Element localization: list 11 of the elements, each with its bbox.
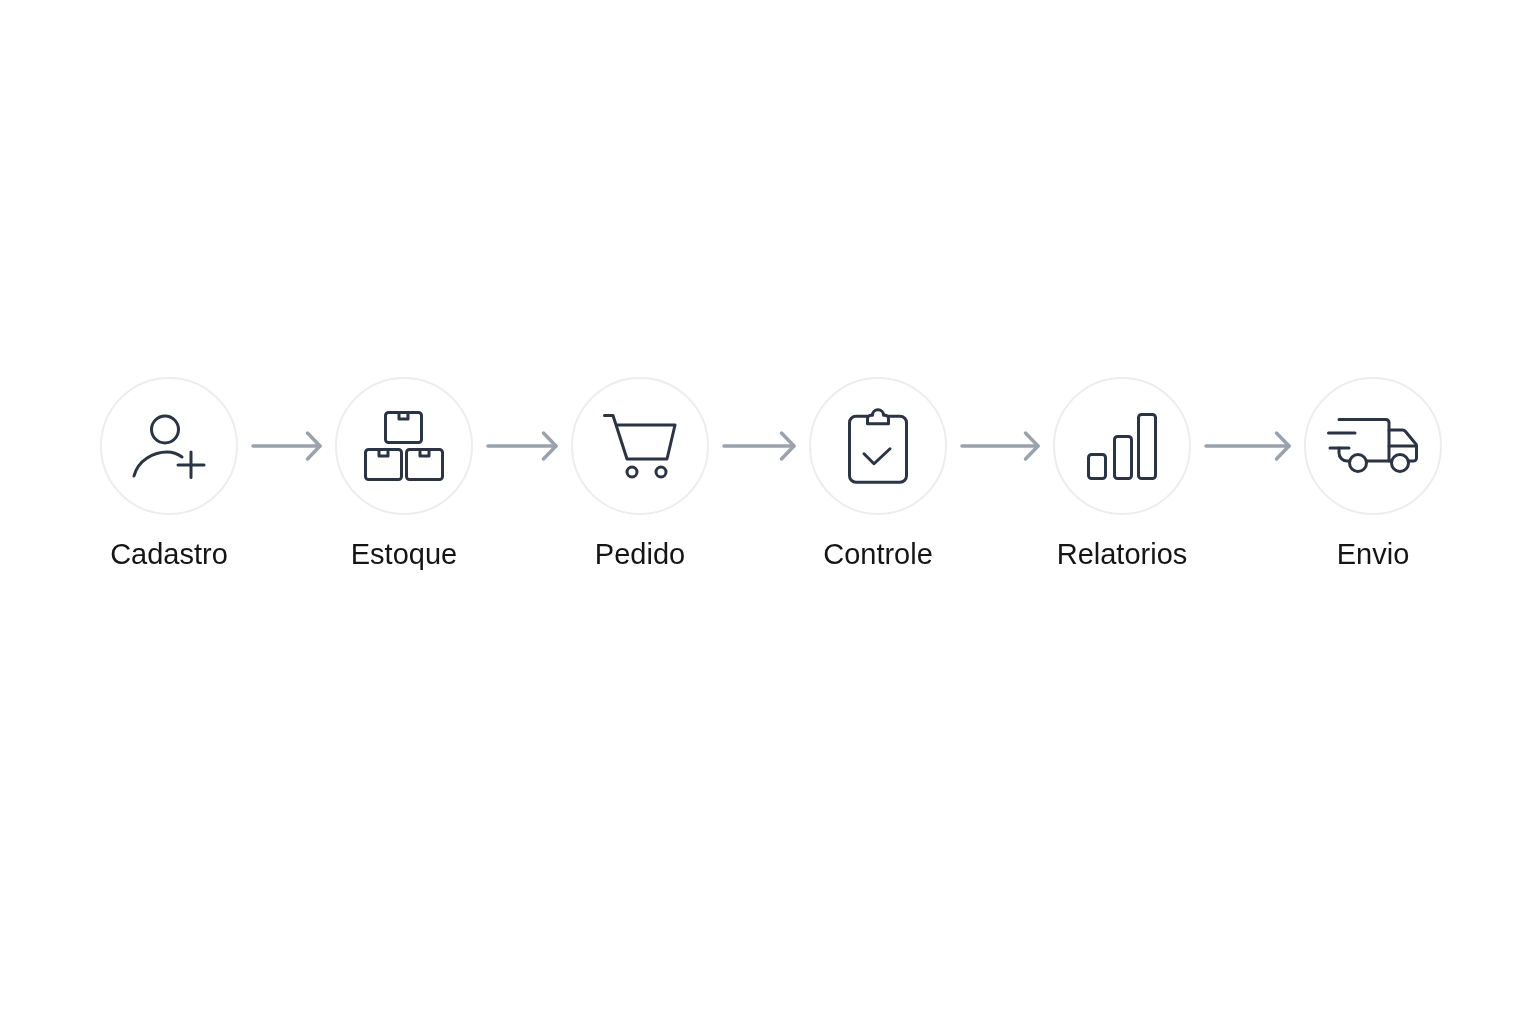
step-label: Relatorios xyxy=(1056,537,1188,572)
arrow xyxy=(251,431,322,461)
step-label: Estoque xyxy=(350,537,458,572)
step-label: Envio xyxy=(1336,537,1410,572)
step-label: Cadastro xyxy=(110,537,228,572)
arrow xyxy=(722,431,796,461)
arrow xyxy=(1204,431,1291,461)
arrow xyxy=(486,431,558,461)
arrow xyxy=(960,431,1040,461)
step-label: Controle xyxy=(823,537,933,572)
step-label: Pedido xyxy=(594,537,686,572)
